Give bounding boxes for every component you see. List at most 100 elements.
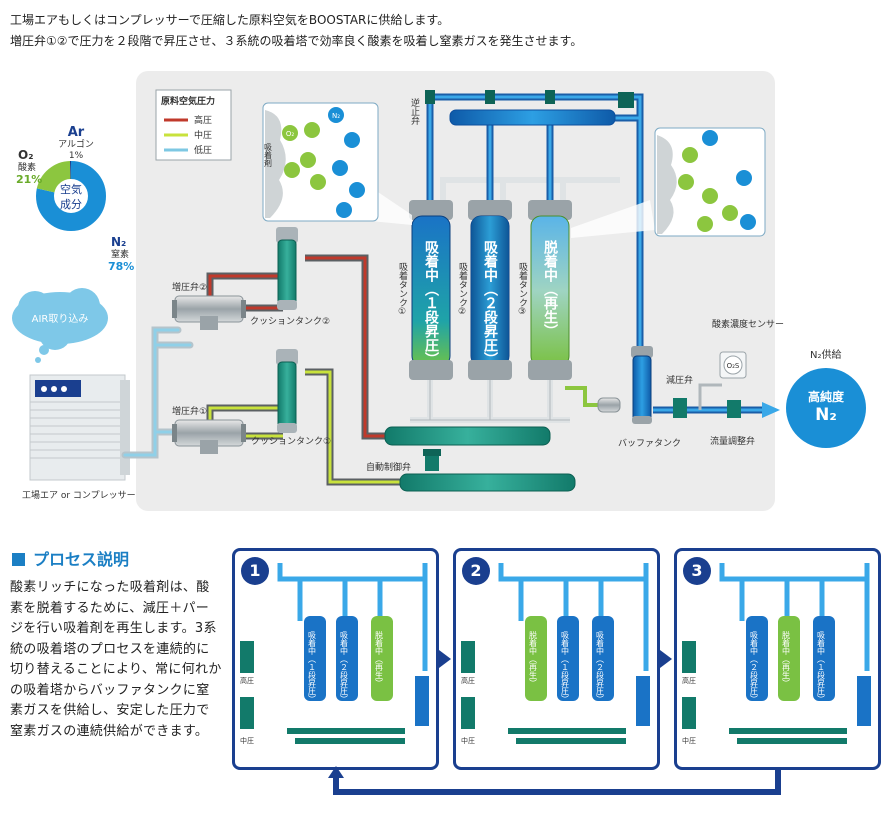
donut-center-2: 成分 — [60, 198, 82, 211]
air-composition-donut — [36, 161, 106, 231]
step-2-t3: 吸着中（２段昇圧） — [596, 631, 605, 703]
n2-output-line — [653, 383, 780, 418]
reducing-valve-label: 減圧弁 — [666, 374, 693, 386]
high-pressure-header — [384, 426, 551, 446]
step-2-t2: 吸着中（１段昇圧） — [561, 631, 570, 703]
auto-control-valve-icon — [423, 449, 441, 471]
tower-1-state: 吸着中（１段昇圧） — [423, 240, 440, 366]
exhaust-silencer-icon — [565, 386, 621, 413]
step-1-t3: 脱着中（再生） — [375, 630, 384, 687]
n2-pct: 78% — [108, 260, 134, 273]
n2-symbol: N₂ — [111, 235, 126, 249]
pressure-legend — [155, 89, 232, 161]
o2-pct: 21% — [16, 173, 42, 186]
tower-3-state: 脱着中（再生） — [542, 239, 559, 338]
step-2-diagram: 脱着中（再生） 吸着中（１段昇圧） 吸着中（２段昇圧） 高圧 中圧 — [461, 563, 650, 745]
n2-name: 窒素 — [111, 248, 129, 260]
high-purity-label: 高純度 — [808, 389, 845, 404]
tower-1-label: 吸着タンク① — [397, 262, 408, 317]
tower-2-state: 吸着中（２段昇圧） — [482, 240, 499, 366]
ar-name: アルゴン — [58, 138, 94, 150]
step-2-mid: 中圧 — [461, 736, 475, 745]
medium-pressure-header — [399, 473, 576, 492]
outlet-header — [449, 109, 616, 126]
intro-text: 工場エアもしくはコンプレッサーで圧縮した原料空気をBOOSTARに供給します。 … — [10, 10, 582, 52]
process-title-text: プロセス説明 — [33, 550, 130, 569]
n2-supply-label: N₂供給 — [810, 348, 842, 361]
cushion-tank-2-label: クッションタンク② — [250, 316, 330, 327]
compressor-icon — [29, 374, 130, 481]
adsorbent-zoom-left — [262, 102, 412, 225]
donut-center-1: 空気 — [60, 182, 82, 196]
adsorption-tower-1 — [409, 200, 453, 380]
flow-valve-icon — [727, 400, 741, 418]
cushion-tank-1-label: クッションタンク① — [251, 436, 331, 447]
step-3-t2: 脱着中（再生） — [782, 630, 791, 687]
n2-big-label: N₂ — [815, 405, 837, 425]
step-panel-1: 1 吸着中（１段昇圧） 吸着中（２段昇圧） 脱着中（再生） 高圧 中圧 — [232, 548, 439, 770]
boost-valve-1 — [172, 419, 246, 454]
o2-sensor-label: 酸素濃度センサー — [712, 318, 784, 330]
tower-2-label: 吸着タンク② — [457, 262, 468, 317]
process-description: 酸素リッチになった吸着剤は、酸素を脱着するために、減圧＋パージを行い吸着剤を再生… — [10, 580, 222, 739]
auto-valve-label: 自動制御弁 — [366, 461, 411, 473]
air-cloud-icon — [12, 288, 108, 363]
step-3-t1: 吸着中（２段昇圧） — [750, 631, 759, 703]
step-3-high: 高圧 — [682, 676, 696, 685]
step-badge-2: 2 — [462, 557, 490, 585]
step-3-diagram: 吸着中（２段昇圧） 脱着中（再生） 吸着中（１段昇圧） 高圧 中圧 — [682, 563, 871, 745]
o2-name: 酸素 — [18, 161, 36, 173]
o2-sensor-symbol: O₂S — [727, 362, 740, 370]
cushion-tank-1 — [276, 349, 298, 433]
o2-sensor-icon — [719, 351, 747, 379]
buffer-tank-label: バッファタンク — [618, 438, 681, 449]
arrow-step-1-to-2 — [439, 650, 451, 668]
step-2-t1: 脱着中（再生） — [529, 630, 538, 687]
zoom-n2-label: N₂ — [332, 112, 340, 120]
n2-supply-circle — [786, 368, 866, 448]
step-3-mid: 中圧 — [682, 736, 696, 745]
intro-line-1: 工場エアもしくはコンプレッサーで圧縮した原料空気をBOOSTARに供給します。 — [10, 13, 450, 27]
air-intake-label: AIR取り込み — [32, 313, 89, 325]
process-title: プロセス説明 — [12, 546, 129, 570]
flow-valve-label: 流量調整弁 — [710, 435, 755, 447]
arrow-step-3-to-1 — [333, 770, 781, 795]
adsorbent-zoom-right — [571, 127, 766, 238]
legend-low: 低圧 — [194, 144, 212, 156]
adsorbent-label: 吸着剤 — [264, 143, 273, 168]
top-manifold — [426, 93, 644, 390]
legend-high: 高圧 — [194, 114, 212, 126]
step-3-t3: 吸着中（１段昇圧） — [817, 631, 826, 703]
boost-valve-1-label: 増圧弁① — [172, 405, 207, 417]
buffer-tank — [631, 346, 653, 424]
system-diagram: 空気 成分 Ar アルゴン 1% O₂ 酸素 21% N₂ 窒素 78% AIR… — [12, 89, 866, 501]
step-1-t2: 吸着中（２段昇圧） — [340, 631, 349, 703]
step-badge-3: 3 — [683, 557, 711, 585]
adsorption-tower-3 — [528, 200, 572, 380]
ar-pct: 1% — [69, 151, 84, 161]
boost-valve-2-label: 増圧弁② — [172, 281, 207, 293]
tower-3-label: 吸着タンク③ — [517, 262, 528, 317]
boost-valve-2 — [172, 295, 246, 330]
cushion-tank-2 — [276, 227, 298, 310]
arrow-step-2-to-3 — [660, 650, 672, 668]
step-panel-3: 3 吸着中（２段昇圧） 脱着中（再生） 吸着中（１段昇圧） 高圧 中圧 — [674, 548, 881, 770]
step-1-t1: 吸着中（１段昇圧） — [308, 631, 317, 703]
ar-symbol: Ar — [68, 125, 85, 140]
donut-ar-slice — [36, 161, 106, 231]
step-panel-2: 2 脱着中（再生） 吸着中（１段昇圧） 吸着中（２段昇圧） 高圧 中圧 — [453, 548, 660, 770]
step-2-high: 高圧 — [461, 676, 475, 685]
adsorption-tower-2 — [468, 200, 512, 380]
step-1-high: 高圧 — [240, 676, 254, 685]
intro-line-2: 増圧弁①②で圧力を２段階で昇圧させ、３系統の吸着塔で効率良く酸素を吸着し窒素ガス… — [10, 34, 583, 48]
reducing-valve-icon — [673, 398, 687, 418]
medium-pressure-pipes — [206, 368, 410, 486]
step-badge-1: 1 — [241, 557, 269, 585]
step-1-mid: 中圧 — [240, 736, 254, 745]
compressor-label: 工場エア or コンプレッサー — [22, 489, 136, 501]
o2-symbol: O₂ — [18, 148, 33, 162]
step-1-diagram: 吸着中（１段昇圧） 吸着中（２段昇圧） 脱着中（再生） 高圧 中圧 — [240, 563, 429, 745]
check-valve-icons — [425, 90, 634, 108]
check-valve-label: 逆止弁 — [409, 97, 420, 126]
legend-mid: 中圧 — [194, 129, 212, 141]
